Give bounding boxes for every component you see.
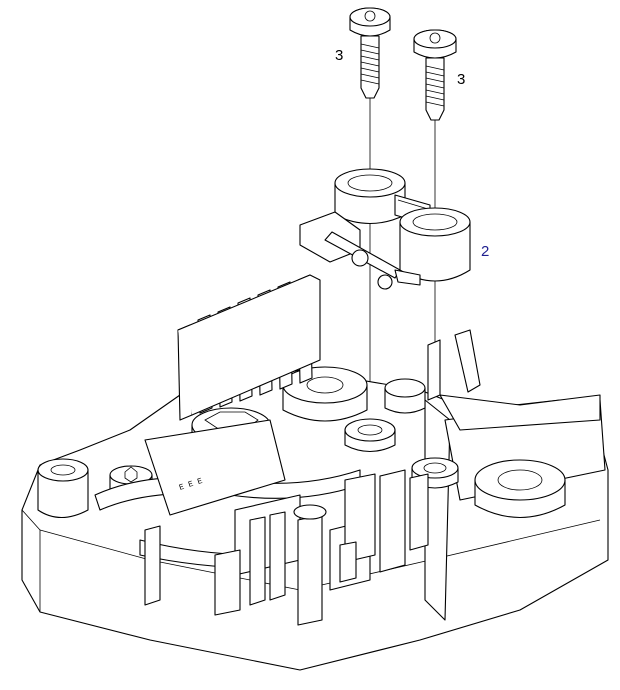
screw-left — [349, 7, 391, 440]
callout-screw-right: 3 — [457, 71, 465, 88]
connector-block — [144, 469, 429, 626]
callout-screw-left: 3 — [335, 47, 343, 64]
bushing-right — [474, 459, 566, 519]
callout-bracket: 2 — [481, 243, 489, 260]
mounting-hole-left — [344, 418, 396, 453]
bushing-left — [37, 458, 89, 519]
screw-right — [413, 29, 457, 475]
bracket-part — [299, 168, 471, 290]
cooling-fins — [177, 274, 321, 421]
upright-tab — [427, 329, 601, 431]
retaining-strap: E E E — [94, 419, 361, 569]
